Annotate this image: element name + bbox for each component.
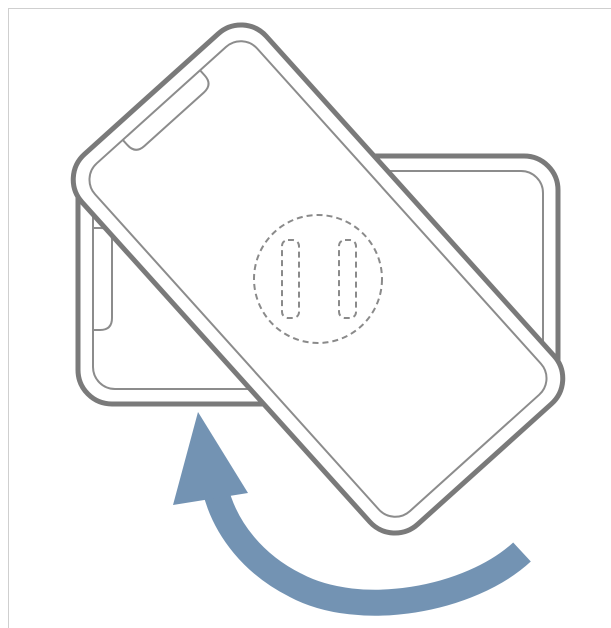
arrow-head bbox=[173, 412, 248, 505]
